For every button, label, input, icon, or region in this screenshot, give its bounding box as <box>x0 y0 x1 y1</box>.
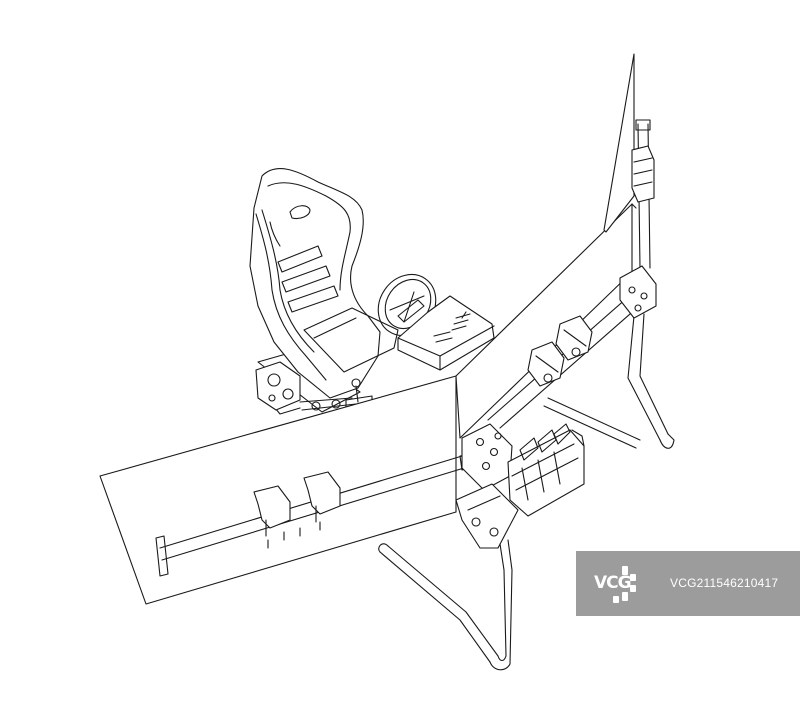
monitor-stand <box>487 119 675 449</box>
vcg-logo-icon <box>613 566 636 603</box>
racing-seat <box>249 168 399 415</box>
watermark-image-id: VCG211546210417 <box>670 576 779 590</box>
left-monitor-mount <box>155 453 477 577</box>
pedal-assembly <box>455 423 585 549</box>
wheel-base <box>397 295 495 371</box>
vcg-watermark: VCG VCG211546210417 <box>576 551 800 616</box>
right-monitor <box>603 53 635 233</box>
watermark-brand: VCG <box>594 573 632 593</box>
floor-frame-tube <box>378 539 513 671</box>
